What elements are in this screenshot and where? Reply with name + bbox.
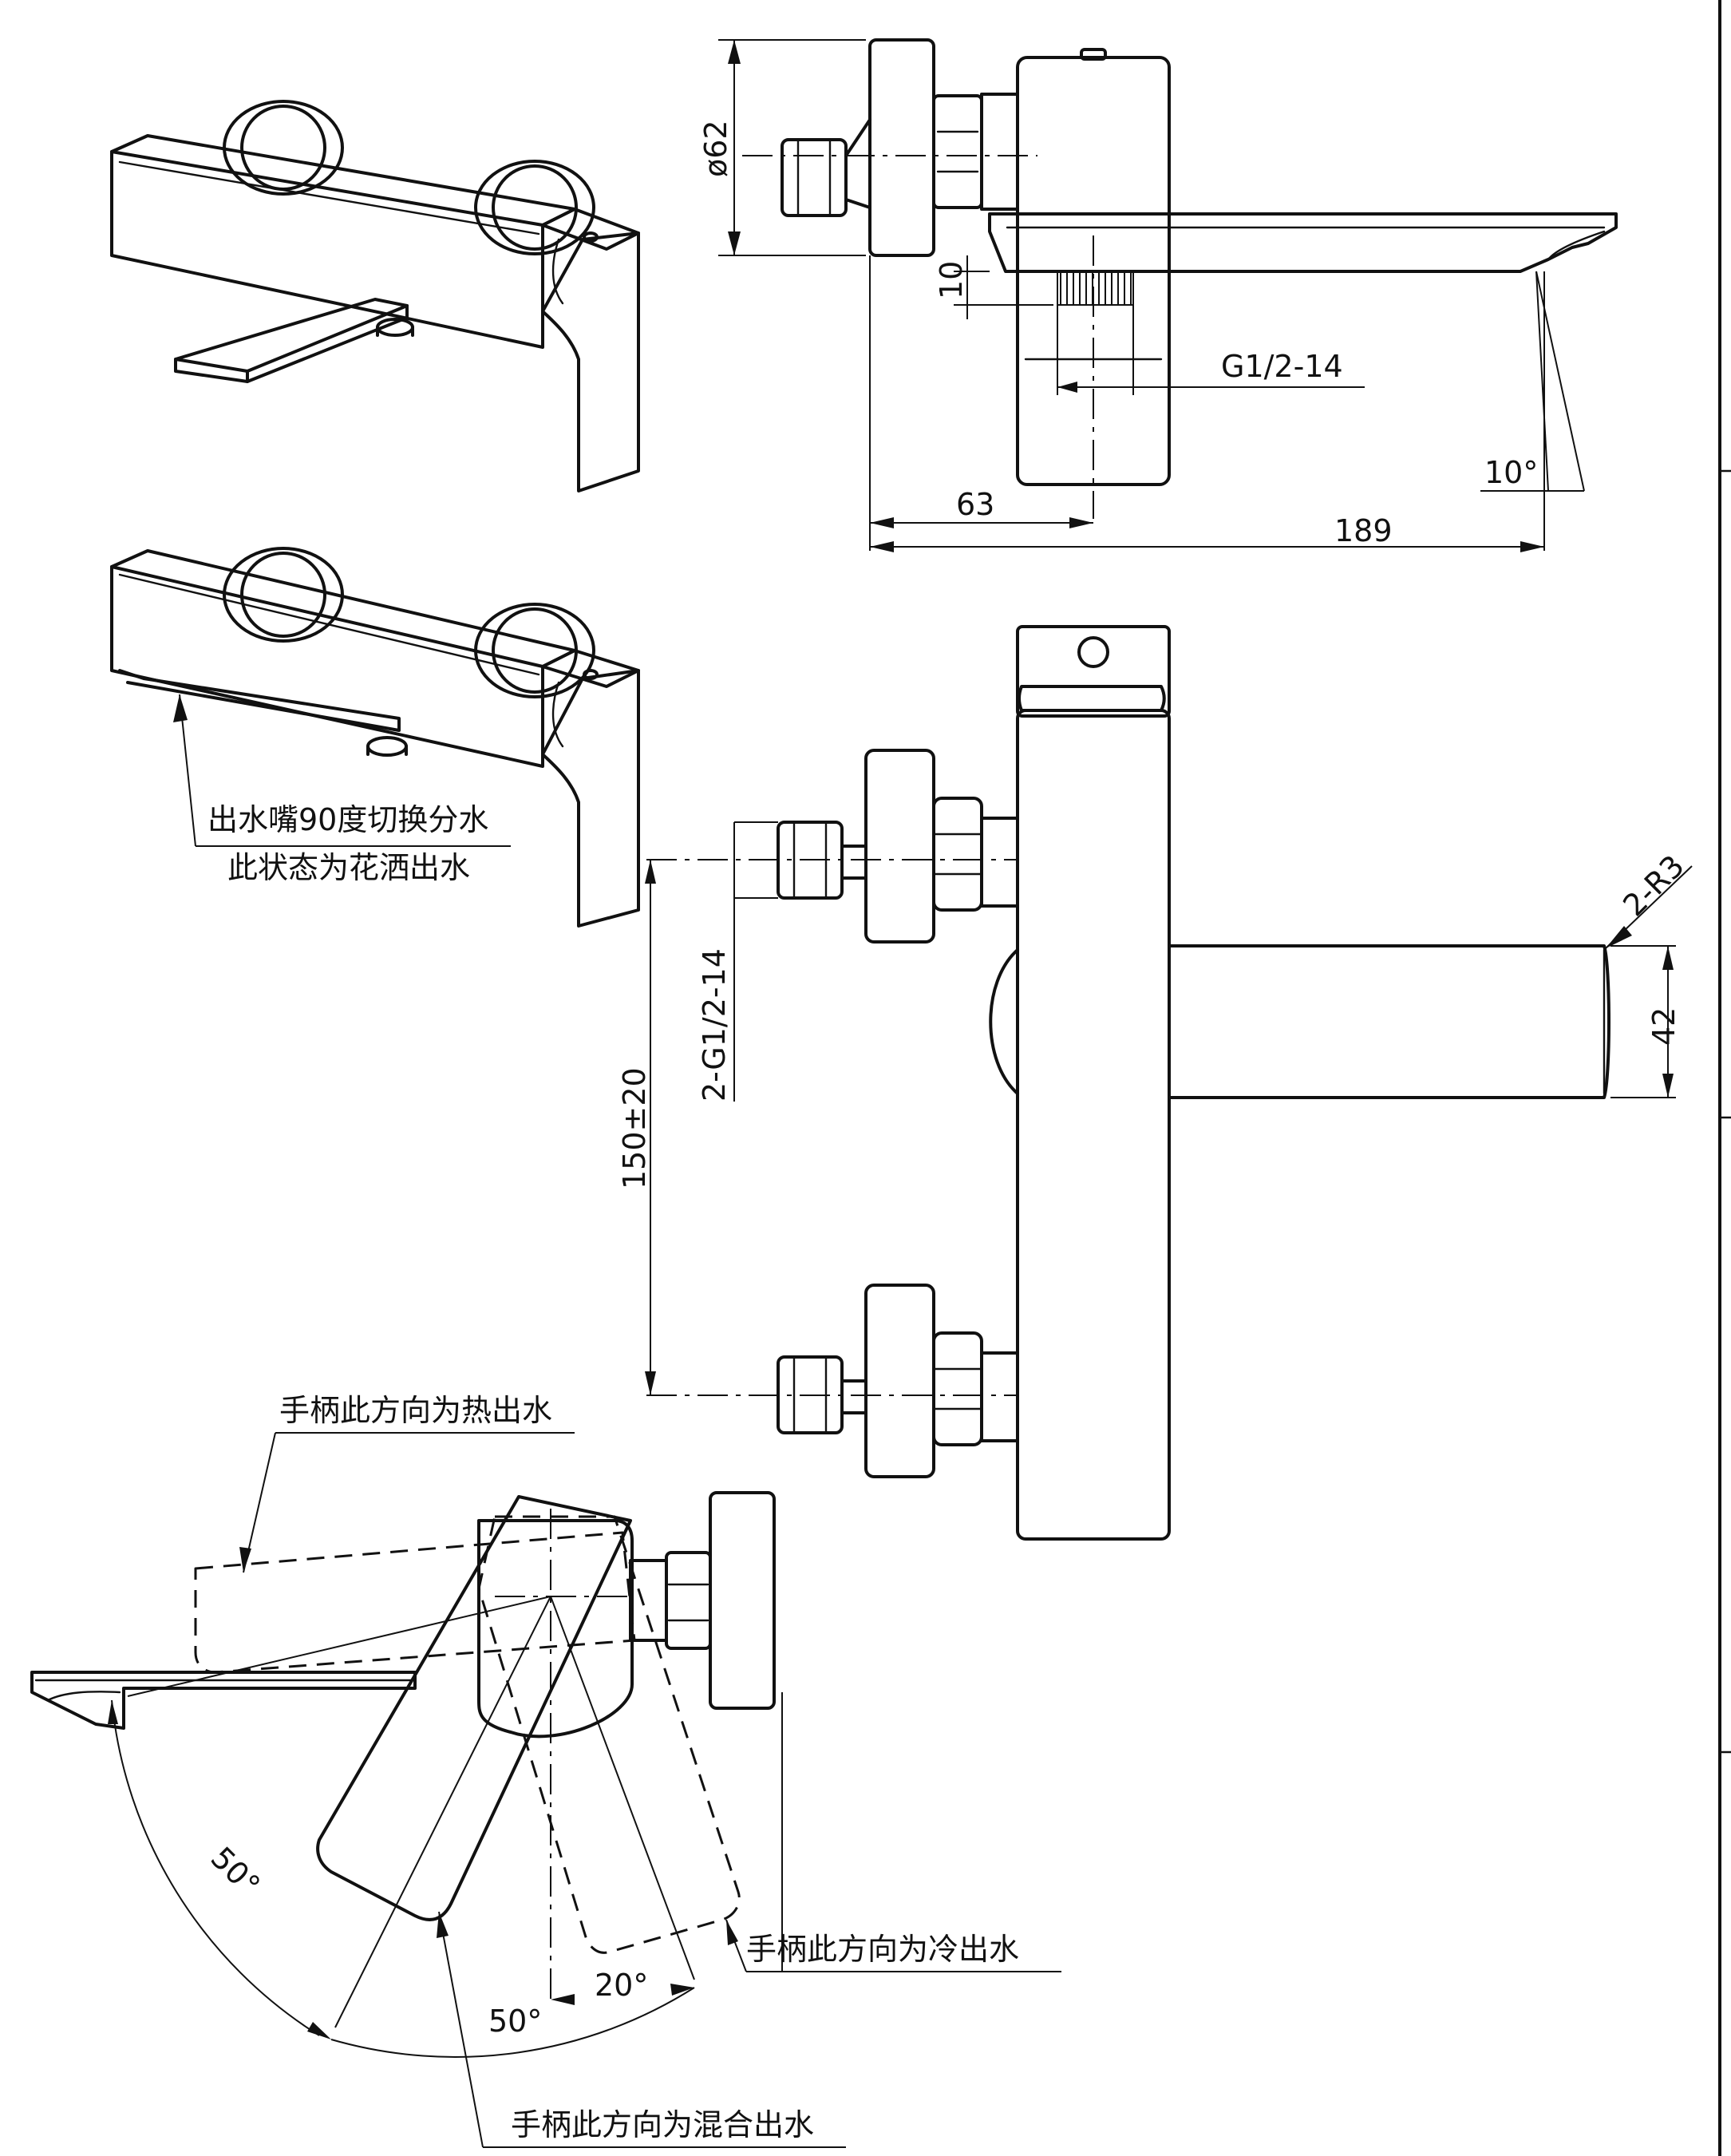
dim-spout-width: 42 — [1646, 1007, 1682, 1046]
iso-view-bath-mode — [110, 100, 640, 493]
dim-inlet-thread: 2-G1/2-14 — [697, 948, 732, 1102]
note-cold: 手柄此方向为冷出水 — [746, 1932, 1019, 1967]
diverter-note-line1: 出水嘴90度切换分水 — [207, 802, 488, 837]
iso-view-shower-mode — [110, 547, 640, 928]
diverter-note-leader — [173, 694, 511, 847]
dim-inlet-spacing: 150±20 — [617, 1067, 652, 1189]
dim-radius: 2-R3 — [1616, 849, 1691, 924]
diverter-note-line2: 此状态为花洒出水 — [227, 850, 470, 885]
front-view — [645, 625, 1693, 1541]
note-mixed: 手柄此方向为混合出水 — [511, 2107, 814, 2142]
dim-189: 189 — [1334, 513, 1393, 548]
dim-angle-left: 50° — [204, 1840, 267, 1903]
dim-angle-bottom: 50° — [488, 2004, 542, 2039]
dim-angle-20: 20° — [595, 1968, 648, 2003]
dim-63: 63 — [956, 487, 994, 522]
side-view — [718, 38, 1618, 552]
note-hot: 手柄此方向为热出水 — [279, 1393, 552, 1428]
dim-thread-top: G1/2-14 — [1221, 349, 1343, 384]
dim-offset-10: 10 — [934, 261, 969, 299]
dim-diameter: ø62 — [698, 120, 733, 177]
dim-spout-angle: 10° — [1484, 455, 1538, 490]
handle-rotation-view — [30, 1432, 1061, 2148]
sheet-border — [1718, 0, 1731, 2156]
